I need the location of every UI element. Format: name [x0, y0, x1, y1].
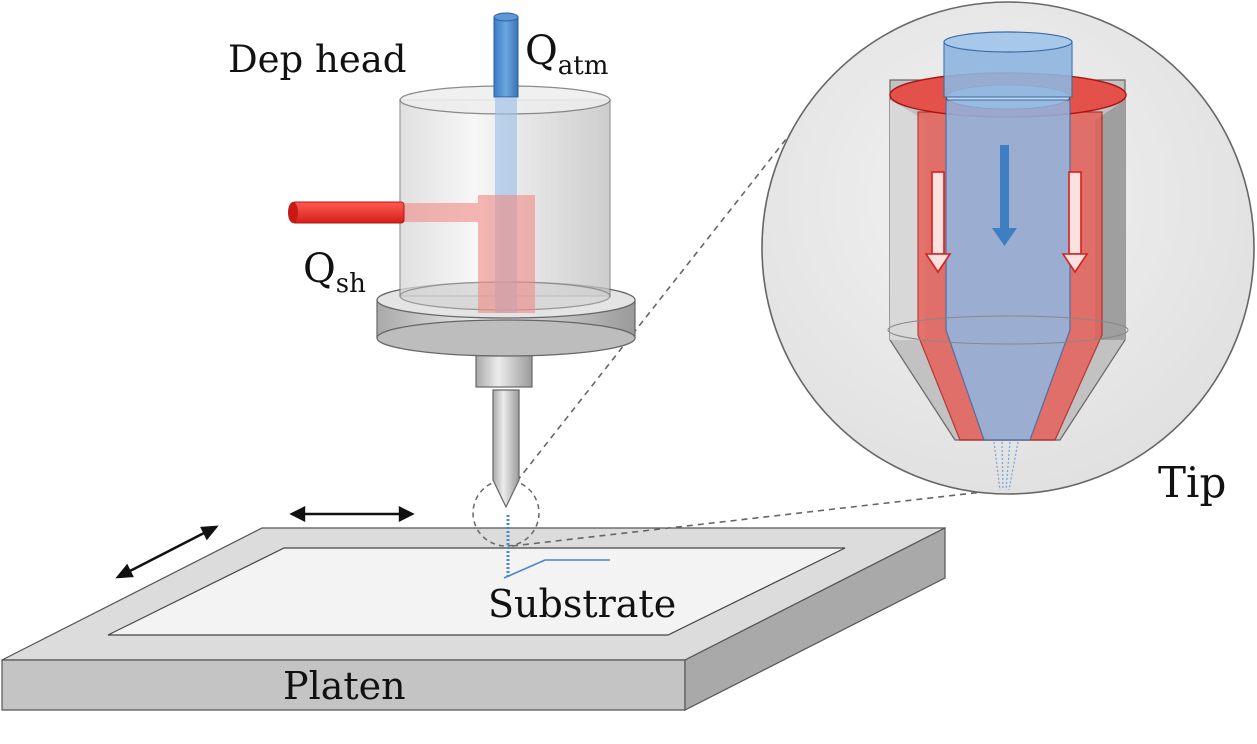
substrate	[107, 547, 846, 636]
tip-zoom-bubble	[761, 1, 1255, 495]
q-sh-label: Qsh	[303, 246, 366, 299]
printed-trace	[503, 559, 610, 579]
platen-label: Platen	[283, 664, 406, 708]
q-atm-label: Qatm	[525, 28, 608, 81]
zoom-lines	[509, 67, 1001, 547]
q-sh-main: Q	[303, 246, 336, 292]
q-sh-subscript: sh	[335, 269, 366, 299]
tip-label: Tip	[1158, 458, 1227, 507]
substrate-label: Substrate	[488, 582, 677, 626]
q-atm-subscript: atm	[557, 51, 609, 81]
q-atm-main: Q	[525, 28, 558, 74]
deposition-head	[288, 12, 636, 509]
dep-head-label: Dep head	[228, 38, 407, 81]
motion-arrows	[115, 506, 415, 579]
